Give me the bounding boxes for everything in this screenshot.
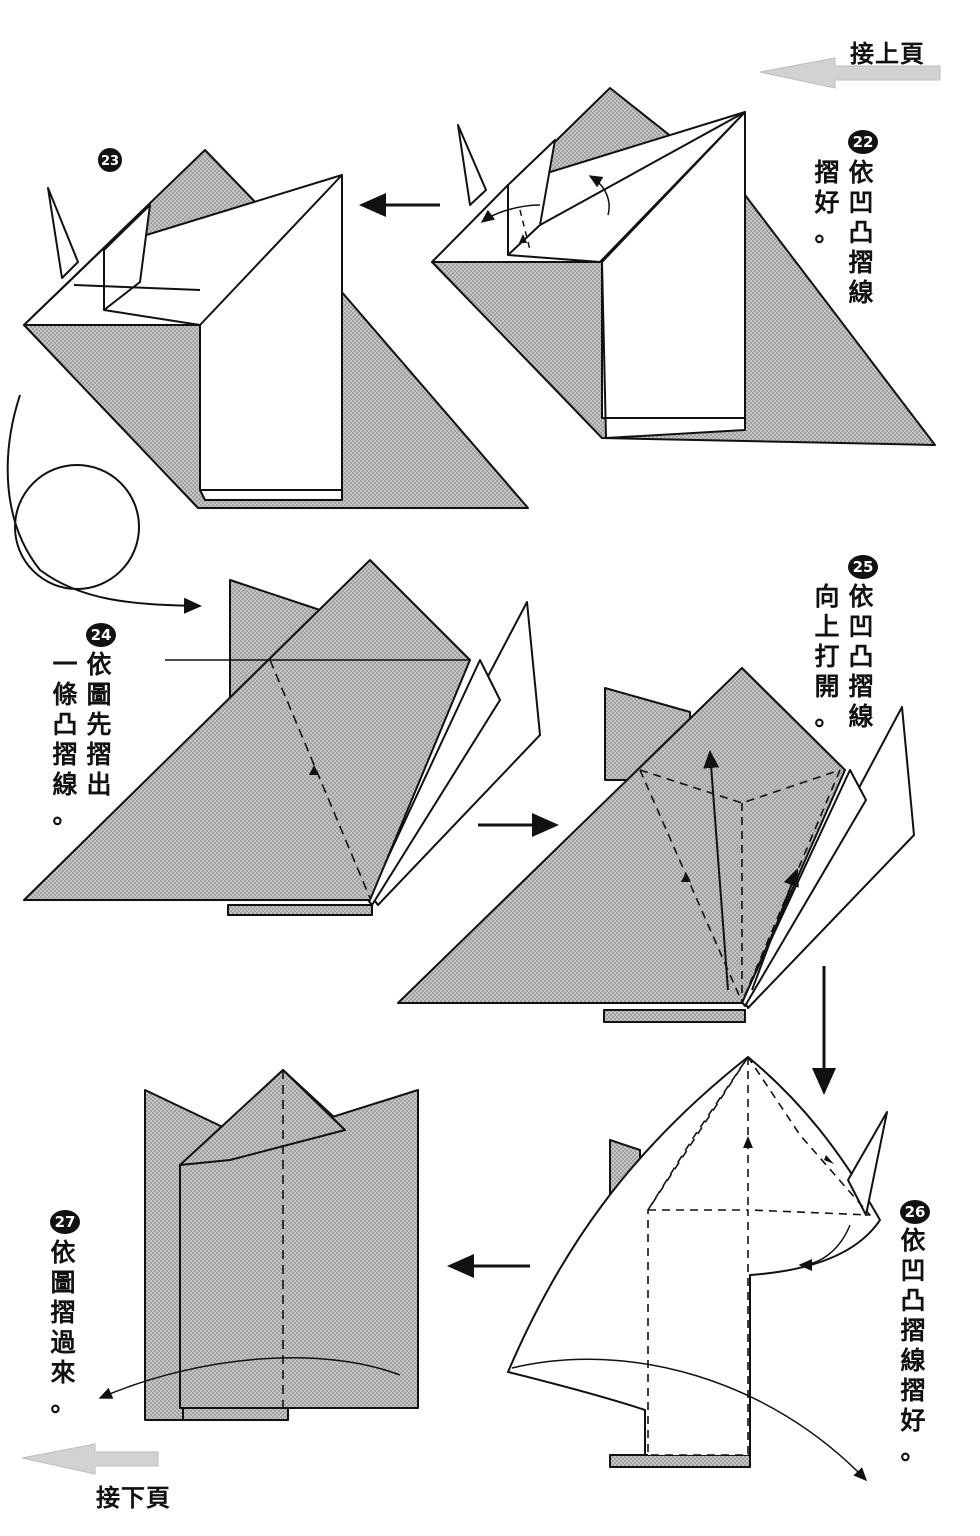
step-22-line-1: 依凹凸摺線 (848, 158, 874, 307)
step-22-line-2: 摺好。 (814, 158, 840, 247)
curved-arrow-23-to-24 (6, 394, 202, 614)
previous-page-arrow-icon[interactable] (759, 57, 941, 89)
step-27-line-1: 依圖摺過來。 (50, 1238, 76, 1417)
step-26-figure (507, 1056, 888, 1482)
step-25-line-2: 向上打開。 (814, 582, 840, 731)
step-23-number: 23 (98, 148, 122, 172)
step-24-line-2: 一條凸摺線。 (52, 650, 78, 829)
next-page-label[interactable]: 接下頁 (96, 1484, 171, 1512)
step-27-figure (98, 1069, 419, 1421)
step-25-figure (397, 667, 915, 1023)
step-23-number-text: 23 (101, 154, 119, 169)
next-page-arrow-icon[interactable] (21, 1443, 159, 1475)
step-23-figure (23, 149, 529, 509)
step-25-number: 25 (848, 555, 878, 579)
step-22-number: 22 (848, 130, 878, 154)
step-24-figure (23, 559, 541, 916)
step-26-line-1: 依凹凸摺線摺好。 (900, 1226, 926, 1465)
step-25-line-1: 依凹凸摺線 (848, 582, 874, 731)
step-26-number: 26 (900, 1200, 930, 1224)
step-24-line-1: 依圖先摺出 (86, 650, 112, 799)
step-24-number: 24 (86, 623, 116, 647)
previous-page-label[interactable]: 接上頁 (850, 40, 925, 68)
step-27-number: 27 (50, 1210, 80, 1234)
step-22-figure (431, 87, 936, 446)
